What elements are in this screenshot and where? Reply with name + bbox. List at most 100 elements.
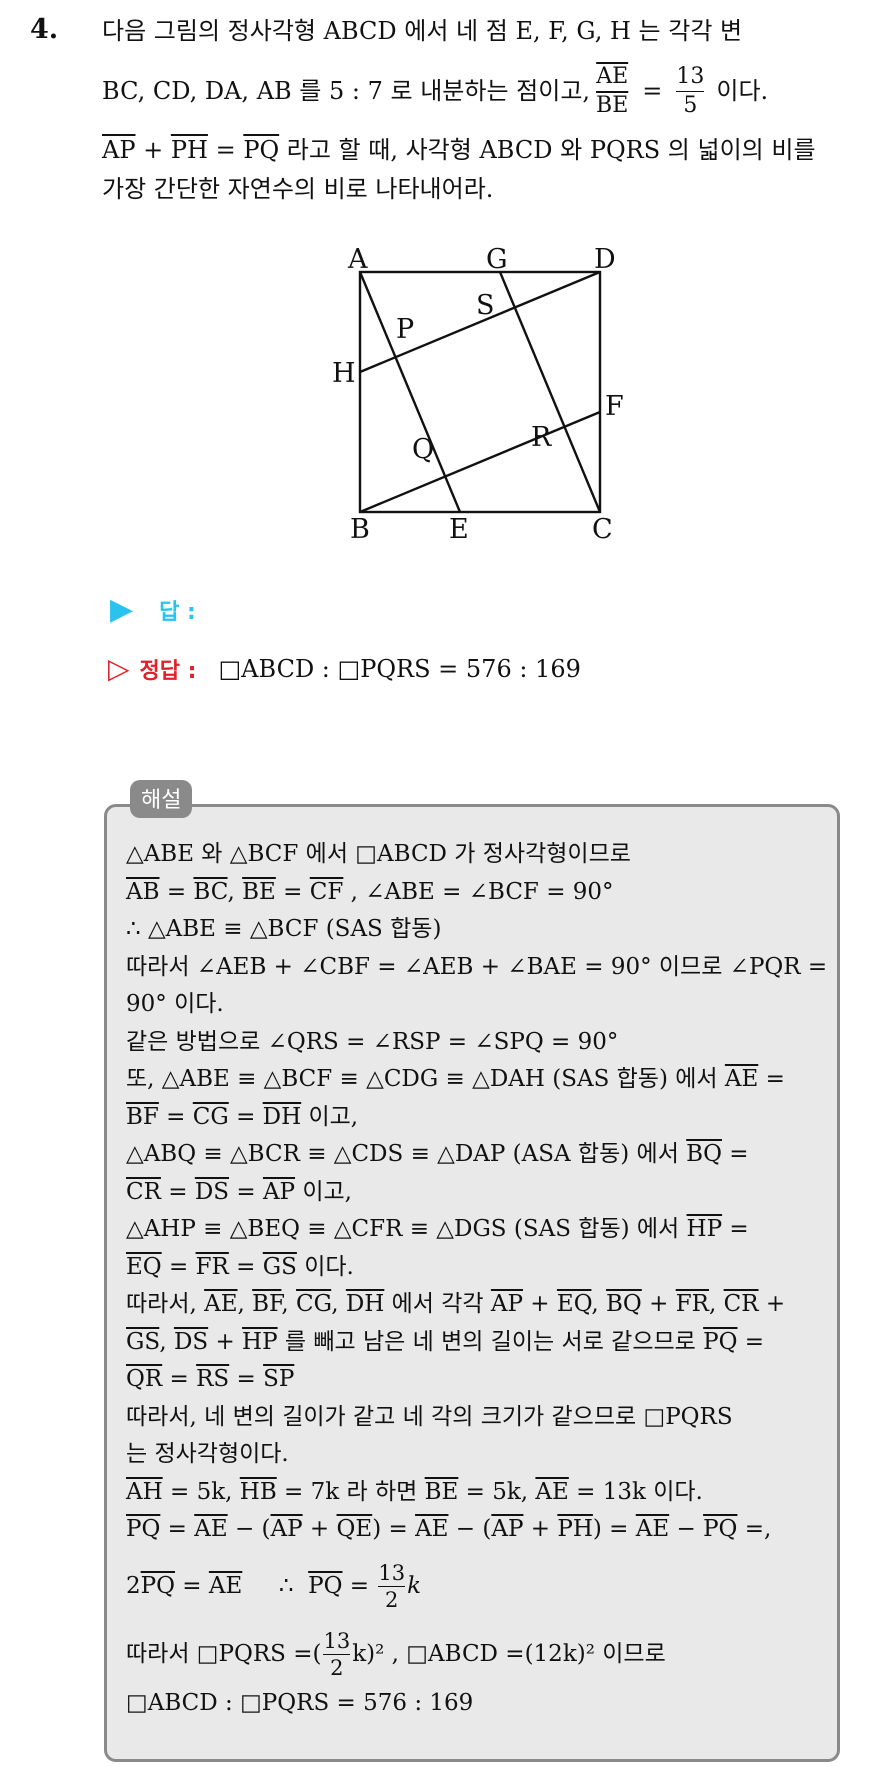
- segment-cf: CF: [309, 878, 344, 905]
- segment-ae: [358, 271, 462, 513]
- segment-cg: CG: [296, 1291, 332, 1317]
- solution-line: EQ = FR = GS 이다.: [126, 1253, 354, 1280]
- segment-pq: PQ: [703, 1328, 738, 1355]
- answer-row: ▶ 답 :: [110, 592, 196, 627]
- segment-pq: PQ: [126, 1516, 161, 1542]
- solution-text-fragment: 2: [126, 1572, 141, 1599]
- solution-text-fragment: = 13k 이다.: [568, 1478, 703, 1505]
- solution-tag: 해설: [130, 780, 193, 818]
- therefore-symbol: ∴: [278, 1572, 294, 1599]
- segment-bf: [359, 410, 601, 514]
- problem-line-3-rest: 라고 할 때, 사각형 ABCD 와 PQRS 의 넓이의 비를: [279, 136, 816, 164]
- square-abcd: [358, 270, 602, 514]
- solution-line: ∴ △ABE ≡ △BCF (SAS 합동): [126, 916, 442, 942]
- problem-line-2: BC, CD, DA, AB 를 5 : 7 로 내분하는 점이고, AE BE…: [102, 51, 862, 131]
- segment-hp: HP: [686, 1216, 723, 1242]
- solution-line: 따라서, 네 변의 길이가 같고 네 각의 크기가 같으므로 □PQRS: [126, 1403, 733, 1430]
- segment-bq: BQ: [686, 1141, 722, 1167]
- segment-gs: GS: [262, 1253, 297, 1280]
- label-p: P: [396, 314, 414, 345]
- solution-text-fragment: 를 빼고 남은 네 변의 길이는 서로 같으므로: [277, 1328, 704, 1355]
- segment-ds: DS: [194, 1178, 230, 1205]
- segment-sp: SP: [263, 1366, 295, 1392]
- variable-k: k: [407, 1572, 422, 1599]
- solution-line: 따라서 ∠AEB + ∠CBF = ∠AEB + ∠BAE = 90° 이므로 …: [126, 953, 828, 980]
- segment-be: BE: [242, 878, 276, 905]
- solution-line: △ABQ ≡ △BCR ≡ △CDS ≡ △DAP (ASA 합동) 에서 BQ…: [126, 1141, 749, 1167]
- segment-rs: RS: [196, 1366, 230, 1392]
- solution-line: 같은 방법으로 ∠QRS = ∠RSP = ∠SPQ = 90°: [126, 1028, 619, 1055]
- fraction-numerator: AE: [596, 63, 629, 89]
- segment-qr: QR: [126, 1366, 163, 1392]
- segment-cr: CR: [126, 1178, 161, 1205]
- equals-sign: =: [642, 76, 663, 105]
- segment-cg: [498, 271, 602, 513]
- segment-hp: HP: [242, 1328, 278, 1355]
- fraction-ae-be: AE BE: [596, 63, 629, 120]
- segment-ae: AE: [194, 1516, 228, 1542]
- problem-line-2-post: 이다.: [716, 76, 769, 105]
- solution-text-fragment: 또, △ABE ≡ △BCF ≡ △CDG ≡ △DAH (SAS 합동) 에서: [126, 1066, 725, 1092]
- segment-ae: AE: [208, 1572, 243, 1599]
- solution-line: △AHP ≡ △BEQ ≡ △CFR ≡ △DGS (SAS 합동) 에서 HP…: [126, 1216, 749, 1242]
- label-b: B: [350, 514, 370, 545]
- segment-ap: AP: [262, 1178, 296, 1205]
- problem-line-1: 다음 그림의 정사각형 ABCD 에서 네 점 E, F, G, H 는 각각 …: [102, 17, 743, 45]
- segment-ap: AP: [490, 1291, 523, 1317]
- fraction-numerator: 13: [323, 1629, 351, 1653]
- solution-line: CR = DS = AP 이고,: [126, 1178, 352, 1205]
- fraction-bar: [323, 1654, 351, 1655]
- segment-ds: DS: [173, 1328, 209, 1355]
- solution-text-fragment: 이다.: [296, 1253, 354, 1280]
- segment-eq: EQ: [126, 1253, 162, 1280]
- fraction-denominator: 2: [330, 1656, 344, 1680]
- answer-label: 답 :: [159, 599, 196, 625]
- solution-line: 는 정사각형이다.: [126, 1441, 289, 1467]
- segment-fr: FR: [675, 1291, 709, 1317]
- segment-pq: PQ: [140, 1572, 175, 1599]
- solution-text-fragment: 따라서 □PQRS =(: [126, 1640, 322, 1667]
- solution-line: AH = 5k, HB = 7k 라 하면 BE = 5k, AE = 13k …: [126, 1474, 826, 1512]
- segment-fr: FR: [195, 1253, 229, 1280]
- segment-bf: BF: [252, 1291, 282, 1317]
- segment-ph: PH: [170, 136, 208, 164]
- segment-gs: GS: [126, 1328, 160, 1355]
- solution-line: 또, △ABE ≡ △BCF ≡ △CDG ≡ △DAH (SAS 합동) 에서…: [126, 1066, 785, 1092]
- segment-ap: AP: [270, 1516, 303, 1542]
- fraction-denominator: 5: [683, 92, 698, 118]
- solution-text-fragment: = 7k 라 하면: [276, 1478, 425, 1505]
- segment-qe: QE: [336, 1516, 373, 1542]
- key-answer-row: ▷ 정답 : □ABCD : □PQRS = 576 : 169: [108, 652, 581, 685]
- label-c: C: [592, 514, 613, 545]
- solution-text-fragment: 에서 각각: [384, 1291, 491, 1317]
- segment-bc: BC: [193, 878, 228, 905]
- label-g: G: [486, 244, 508, 275]
- segment-ae: AE: [415, 1516, 449, 1542]
- segment-ap: AP: [102, 136, 136, 164]
- geometry-figure: A G D S P H F R Q B E C: [332, 244, 624, 545]
- solution-box: [104, 804, 840, 1762]
- segment-bq: BQ: [606, 1291, 642, 1317]
- problem-line-3: AP + PH = PQ 라고 할 때, 사각형 ABCD 와 PQRS 의 넓…: [102, 131, 862, 170]
- problem-line-2-pre: BC, CD, DA, AB 를 5 : 7 로 내분하는 점이고,: [102, 76, 591, 105]
- label-d: D: [594, 244, 616, 275]
- segment-pq: PQ: [703, 1516, 738, 1542]
- label-r: R: [531, 422, 552, 453]
- solution-text-fragment: k)² , □ABCD =(12k)² 이므로: [352, 1640, 666, 1667]
- segment-ab: AB: [126, 878, 160, 905]
- label-a: A: [347, 244, 368, 275]
- label-s: S: [476, 290, 495, 321]
- segment-eq: EQ: [556, 1291, 592, 1317]
- key-answer-value: □ABCD : □PQRS = 576 : 169: [218, 654, 581, 683]
- problem-number: 4.: [30, 14, 59, 45]
- solution-line: 따라서 □PQRS =(13 2 k)² , □ABCD =(12k)² 이므로: [126, 1625, 826, 1685]
- segment-bf: BF: [126, 1103, 159, 1130]
- equals-sign: =: [207, 136, 244, 164]
- segment-be: BE: [424, 1478, 459, 1505]
- problem-line-4: 가장 간단한 자연수의 비로 나타내어라.: [102, 175, 494, 203]
- fraction-denominator: BE: [596, 92, 629, 118]
- label-h: H: [332, 358, 356, 389]
- solution-line: 90° 이다.: [126, 991, 224, 1017]
- plus-sign: +: [135, 136, 171, 164]
